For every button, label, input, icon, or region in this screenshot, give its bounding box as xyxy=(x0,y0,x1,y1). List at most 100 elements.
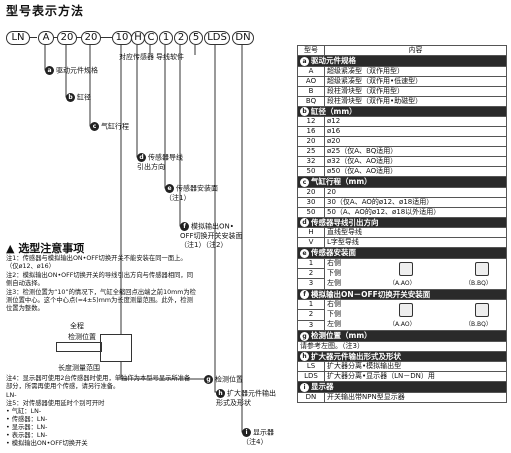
section-a-title: 驱动元件规格 xyxy=(311,56,356,65)
section-c-title: 气缸行程（mm） xyxy=(311,177,372,186)
code-part-a: A xyxy=(38,31,54,45)
circle-b-icon: b xyxy=(300,107,309,116)
diag-stroke-label: 全程 xyxy=(70,322,84,330)
label-f-text: 模拟输出ON• OFF切换开关安装面 （注1）（注2） xyxy=(180,222,243,249)
circle-c-icon: c xyxy=(300,177,309,187)
code-dash xyxy=(100,37,112,38)
table-cell: 50（A、AO的ø12、ø18以外适用） xyxy=(324,206,507,218)
table-row: 1 右侧 下侧 左侧 （A.AO） （B.BQ） xyxy=(297,257,507,290)
circle-i-icon: i xyxy=(242,428,251,437)
code-part-series: LN xyxy=(6,31,30,45)
code-part-i: DN xyxy=(232,31,254,45)
list-item: • 气缸：LN- xyxy=(6,408,42,415)
switch-diagram-a-icon xyxy=(399,303,413,317)
table-cell: ø12 xyxy=(324,116,507,127)
table-cell: LS xyxy=(297,361,325,372)
table-cell: 20 xyxy=(297,136,325,147)
circle-d-icon: d xyxy=(300,218,309,227)
table-cell: ø16 xyxy=(324,126,507,137)
mount-diagram-b-icon xyxy=(475,261,489,276)
fig-note-a: （A.AO） xyxy=(389,279,416,287)
label-c-text: 气缸行程 xyxy=(101,122,129,131)
table-cell: ø25（仅A、BQ适用） xyxy=(324,146,507,157)
rod-shape xyxy=(56,342,102,352)
list-item: • 表示器：LN- xyxy=(6,432,48,439)
circle-f-icon: f xyxy=(300,290,309,299)
table-cell: 右侧 下侧 左侧 （A.AO） （B.BQ） xyxy=(324,257,507,290)
table-cell: DN xyxy=(297,391,325,403)
table-cell: H xyxy=(297,227,325,238)
switch-diagram-b-icon xyxy=(475,303,489,317)
table-cell-text: 左侧 xyxy=(327,320,341,328)
table-cell: 1 xyxy=(297,257,325,269)
code-dash xyxy=(29,37,37,38)
circle-b-icon: b xyxy=(66,93,75,102)
table-cell: 扩大器分离•模拟输出型 xyxy=(324,361,507,372)
circle-e-icon: e xyxy=(300,248,309,258)
code-part-f: 2 xyxy=(174,31,188,45)
table-cell: 16 xyxy=(297,126,325,137)
label-i-text: 显示器 （注4） xyxy=(242,428,274,446)
mount-diagram-a-icon xyxy=(399,261,413,276)
table-header: 内容 xyxy=(324,45,507,56)
list-item: • 显示器：LN- xyxy=(6,424,48,431)
table-cell: 请参考左图。（注3） xyxy=(297,340,507,352)
table-cell: 25 xyxy=(297,146,325,157)
table-row: 请参考左图。（注3） xyxy=(297,340,507,352)
table-cell: 段柱滑块型（双作用型） xyxy=(324,85,507,97)
diag-range-label: 长度测量范围 xyxy=(58,364,100,372)
circle-h-icon: h xyxy=(300,352,309,361)
label-d-text: 传感器导线 引出方向 xyxy=(137,153,183,171)
circle-c-icon: c xyxy=(90,122,99,131)
section-g-title: 检测位置（mm） xyxy=(311,331,372,340)
table-cell: 3 xyxy=(297,319,325,332)
table-cell: 右侧 下侧 左侧 （A.AO） （B.BQ） xyxy=(324,299,507,331)
table-cell: BQ xyxy=(297,95,325,107)
table-cell: 20 xyxy=(297,186,325,198)
table-cell: 2 xyxy=(297,267,325,280)
note-3: 注3：检测位置为“10”的情况下，气缸全缩回点出端之前10mm为检测位置中心。这… xyxy=(6,289,196,312)
circle-a-icon: a xyxy=(45,66,54,75)
section-i-title: 显示器 xyxy=(311,382,334,391)
code-part-sensor: 5 xyxy=(189,31,203,45)
circle-e-icon: e xyxy=(165,184,174,193)
section-h-title: 扩大器元件输出形式及形状 xyxy=(311,351,401,361)
table-cell: A xyxy=(297,65,325,77)
section-e-title: 传感器安装面 xyxy=(311,248,356,257)
code-part-h: LDS xyxy=(204,31,230,45)
table-cell: 20 xyxy=(324,186,507,198)
table-header: 型号 xyxy=(297,45,325,56)
code-part-e: 1 xyxy=(159,31,173,45)
table-cell: 50 xyxy=(297,206,325,218)
table-cell: 扩大器分离•显示器（LN－DN）用 xyxy=(324,371,507,382)
note-5: 注5：对传感器使用延时个别可开时 xyxy=(6,400,105,407)
label-cable: 导线软件 xyxy=(156,53,184,61)
table-cell: AO xyxy=(297,75,325,87)
circle-i-icon: i xyxy=(300,382,309,392)
note-4: 注4：显示器可使用2台传感器时使用，单独作为本型号显示所准备部分，所需再使用个传… xyxy=(6,375,191,390)
label-g-text: 检测位置 xyxy=(215,375,243,384)
table-cell: 开关输出带NPN型显示器 xyxy=(324,391,507,403)
code-part-g: 10 xyxy=(112,31,132,45)
